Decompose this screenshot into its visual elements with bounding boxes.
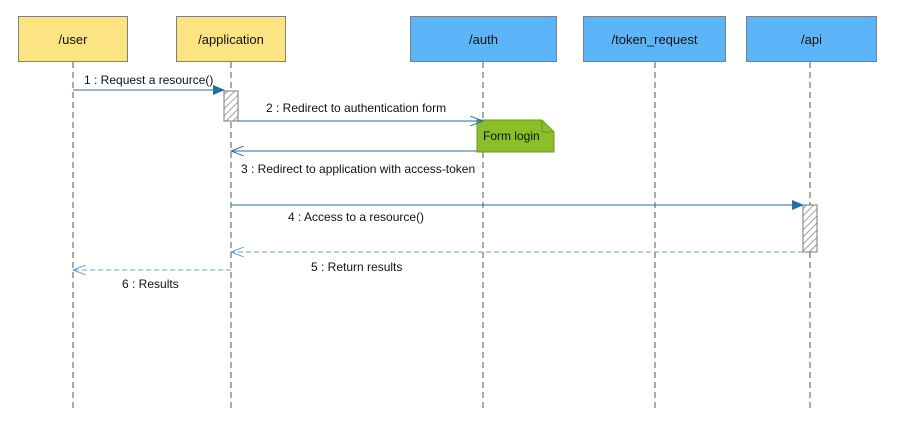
note-label: Form login	[483, 129, 540, 143]
participant-api[interactable]: /api	[746, 16, 877, 62]
participant-label: /api	[801, 31, 822, 47]
activation-api	[802, 204, 818, 253]
message-3-label: 3 : Redirect to application with access-…	[241, 162, 476, 176]
note-form-login: Form login	[477, 120, 554, 152]
participant-label: /auth	[469, 31, 498, 47]
participant-token-request[interactable]: /token_request	[583, 16, 726, 62]
participant-label: /token_request	[611, 31, 698, 47]
note-fold	[541, 120, 554, 133]
participant-user[interactable]: /user	[18, 16, 128, 62]
participant-label: /application	[198, 31, 264, 47]
message-1-label: 1 : Request a resource()	[84, 73, 214, 87]
message-6-label: 6 : Results	[122, 277, 179, 291]
message-4-label: 4 : Access to a resource()	[288, 210, 425, 224]
participant-label: /user	[58, 31, 88, 47]
participant-application[interactable]: /application	[176, 16, 286, 62]
participant-auth[interactable]: /auth	[410, 16, 557, 62]
activation-application	[223, 90, 239, 122]
message-2-label: 2 : Redirect to authentication form	[266, 101, 447, 115]
note-shape	[476, 119, 555, 153]
message-5-label: 5 : Return results	[311, 260, 403, 274]
